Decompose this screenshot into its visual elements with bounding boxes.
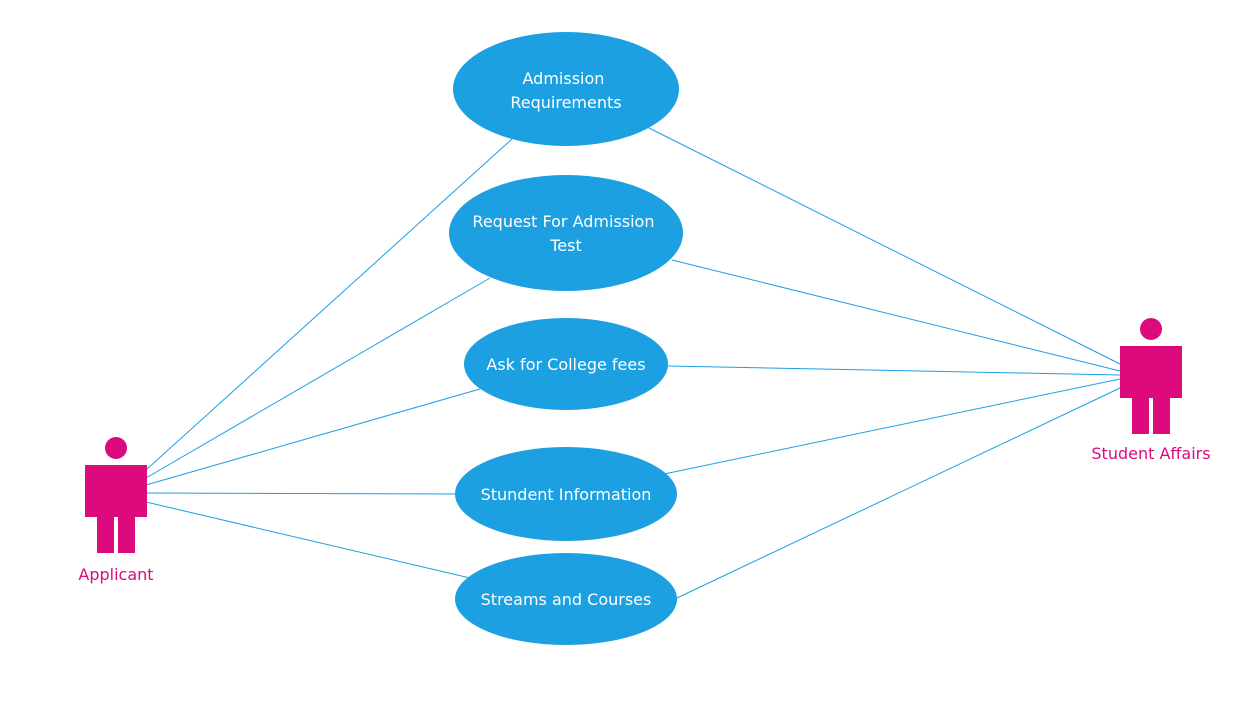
association-student-affairs-streams-courses — [676, 387, 1121, 599]
svg-text:Admission Requirements: Admission Requirements — [510, 69, 621, 112]
use-case-label: Stundent Information — [481, 485, 652, 504]
use-case-label-line1: Admission — [523, 69, 605, 88]
use-case-ask-college-fees: Ask for College fees — [464, 318, 668, 410]
association-applicant-admission-requirements — [145, 138, 513, 471]
use-case-label-line1: Request For Admission — [472, 212, 654, 231]
use-case-label-line2: Test — [549, 236, 582, 255]
actor-applicant: Applicant — [78, 437, 154, 584]
association-student-affairs-ask-college-fees — [667, 365, 1121, 376]
use-case-request-admission-test: Request For Admission Test — [449, 175, 683, 291]
association-student-affairs-student-information — [663, 378, 1121, 475]
association-applicant-ask-college-fees — [145, 388, 481, 486]
actor-label-student-affairs: Student Affairs — [1091, 444, 1210, 463]
use-case-label: Ask for College fees — [486, 355, 645, 374]
use-case-streams-courses: Streams and Courses — [455, 553, 677, 645]
person-icon — [1120, 318, 1182, 434]
actor-student-affairs: Student Affairs — [1091, 318, 1211, 463]
association-applicant-request-admission-test — [145, 277, 491, 479]
svg-text:Request For Admission Te: Request For Admission Test — [472, 212, 659, 255]
use-case-admission-requirements: Admission Requirements — [453, 32, 679, 146]
applicant-associations — [145, 138, 513, 579]
association-student-affairs-admission-requirements — [648, 127, 1121, 365]
association-applicant-student-information — [145, 492, 457, 495]
actor-label-applicant: Applicant — [78, 565, 153, 584]
association-applicant-streams-courses — [145, 501, 471, 579]
student-affairs-associations — [648, 127, 1121, 599]
use-case-label: Streams and Courses — [481, 590, 652, 609]
person-icon — [85, 437, 147, 553]
use-case-label-line2: Requirements — [510, 93, 621, 112]
association-student-affairs-request-admission-test — [671, 259, 1121, 372]
use-case-student-information: Stundent Information — [455, 447, 677, 541]
